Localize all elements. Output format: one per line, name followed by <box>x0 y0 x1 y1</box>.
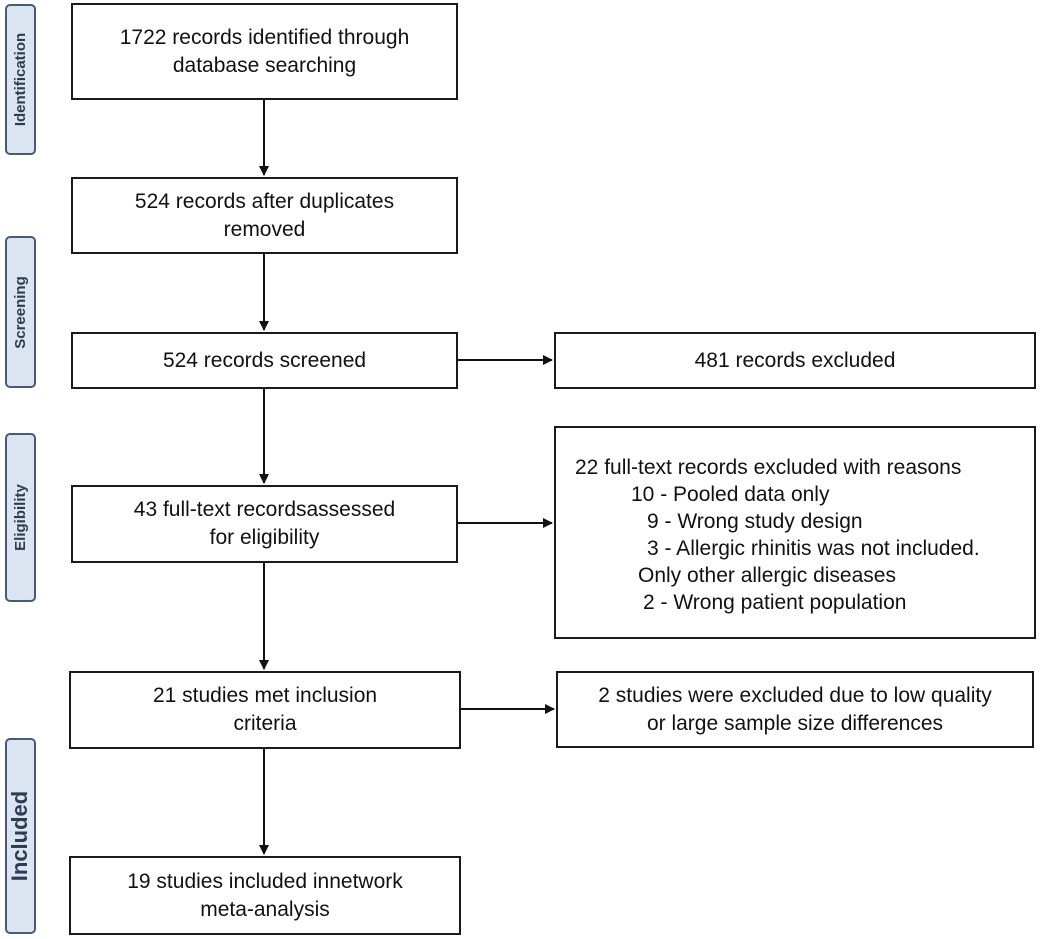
box-line: or large sample size differences <box>646 711 944 735</box>
box-met-criteria: 21 studies met inclusion criteria <box>69 671 461 749</box>
box-line: meta-analysis <box>200 897 330 921</box>
exclusion-reason: 3 - Allergic rhinitis was not included. <box>647 537 980 560</box>
box-line: criteria <box>233 712 297 735</box>
exclusion-reason: 2 - Wrong patient population <box>643 591 907 614</box>
box-line: 524 records screened <box>162 348 367 372</box>
box-records-identified: 1722 records identified through database… <box>71 3 458 100</box>
box-line: for eligibility <box>209 526 320 549</box>
exclusion-reason: 9 - Wrong study design <box>647 510 863 533</box>
box-records-screened: 524 records screened <box>71 332 458 389</box>
box-fulltext-excluded: 22 full-text records excluded with reaso… <box>554 426 1036 639</box>
exclusion-heading: 22 full-text records excluded with reaso… <box>575 456 962 479</box>
box-line: database searching <box>172 53 357 77</box>
stage-eligibility: Eligibility <box>5 433 36 602</box>
box-fulltext-assessed: 43 full-text recordsassessed for eligibi… <box>71 485 458 563</box>
box-line: 1722 records identified through <box>119 25 410 49</box>
box-line: 481 records excluded <box>694 348 896 372</box>
box-line: 43 full-text recordsassessed <box>133 498 396 521</box>
box-after-duplicates: 524 records after duplicates removed <box>71 177 458 254</box>
exclusion-reason: Only other allergic diseases <box>638 564 896 587</box>
stage-identification: Identification <box>5 4 36 155</box>
stage-screening: Screening <box>5 236 36 388</box>
box-line: 524 records after duplicates <box>134 189 395 213</box>
box-line: 21 studies met inclusion <box>152 684 378 707</box>
stage-included: Included <box>5 738 36 934</box>
box-line: 19 studies included innetwork <box>127 869 403 893</box>
box-records-excluded: 481 records excluded <box>554 332 1036 389</box>
box-low-quality-excluded: 2 studies were excluded due to low quali… <box>556 671 1034 748</box>
box-included-meta: 19 studies included innetwork meta-analy… <box>69 856 461 935</box>
box-line: 2 studies were excluded due to low quali… <box>598 683 992 707</box>
box-line: removed <box>223 217 306 241</box>
exclusion-reason: 10 - Pooled data only <box>631 483 830 506</box>
